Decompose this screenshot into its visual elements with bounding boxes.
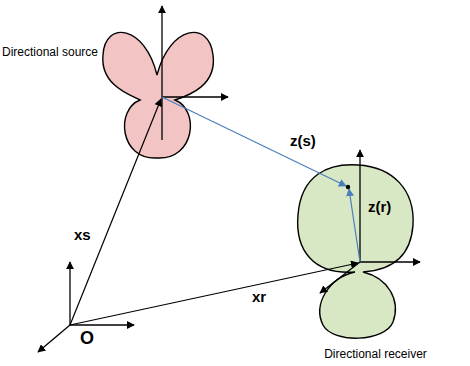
vector-label: z(s) — [290, 132, 316, 150]
receiver-blob: Directional receiver — [293, 160, 418, 345]
offset-vectors — [162, 97, 360, 262]
vector-label: xr — [252, 288, 266, 306]
directivity-pattern — [103, 32, 214, 158]
reference-point — [346, 185, 350, 189]
origin-axes — [38, 262, 134, 352]
blob-outline — [293, 160, 418, 345]
origin-label: O — [80, 328, 94, 350]
directivity-pattern — [298, 165, 413, 338]
vector-label: xs — [74, 226, 91, 244]
blob-outline — [95, 15, 220, 160]
source-blob: Directional source — [95, 15, 220, 160]
vector-label: z(r) — [368, 198, 391, 216]
node-label: Directional receiver — [324, 347, 427, 361]
position-vectors — [70, 99, 358, 325]
source-axes — [162, 6, 228, 140]
receiver-axes — [320, 150, 420, 293]
node-label: Directional source — [2, 45, 98, 59]
